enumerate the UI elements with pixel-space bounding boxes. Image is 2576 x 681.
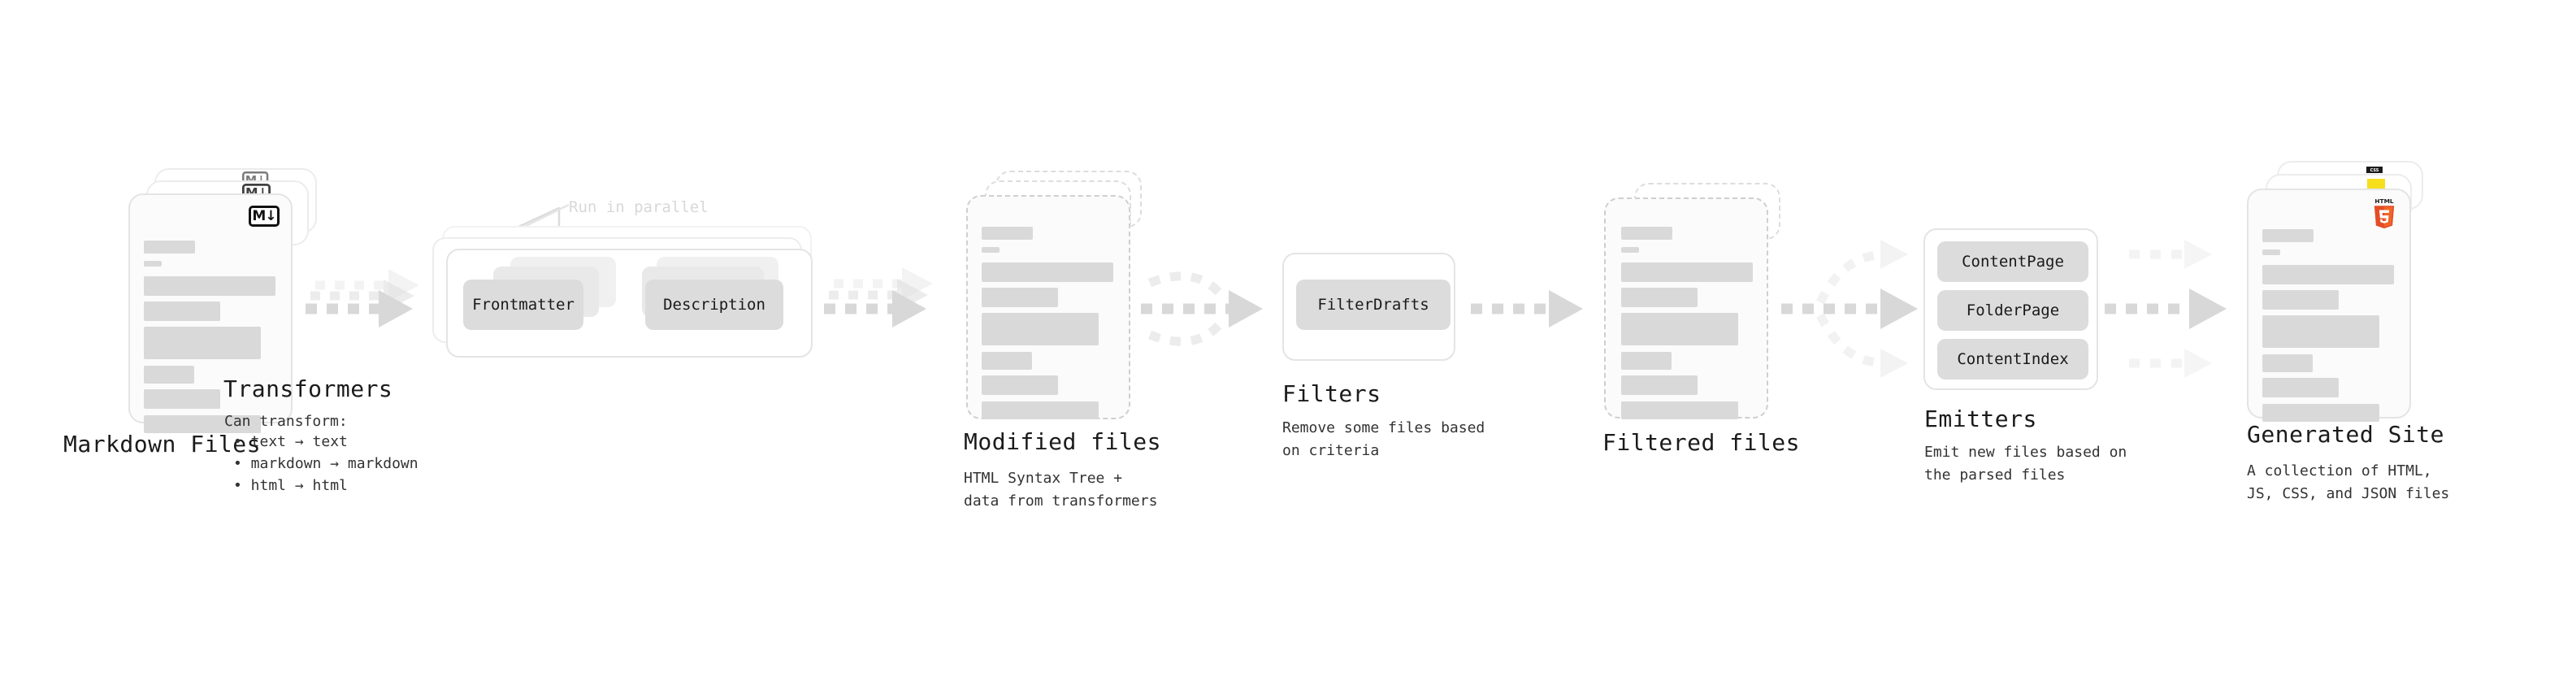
frontmatter-chip[interactable]: Frontmatter: [463, 280, 583, 330]
transformers-bullet-1: • markdown → markdown: [233, 455, 418, 472]
doc-bar: [2262, 249, 2280, 255]
transformers-caption: Can transform:: [224, 413, 348, 430]
filtered-file-card-front: [1604, 197, 1768, 419]
site-file-card-front: HTML: [2247, 189, 2411, 422]
filtered-files-title: Filtered files: [1602, 429, 1801, 456]
doc-bar: [144, 241, 195, 254]
doc-bar: [1621, 247, 1639, 253]
doc-bar: [144, 366, 194, 384]
markdown-icon: M↓: [249, 206, 280, 227]
svg-text:CSS: CSS: [2370, 168, 2379, 173]
doc-bar: [144, 276, 275, 296]
transformers-bullet-2: • html → html: [233, 477, 348, 494]
doc-bar: [1621, 262, 1753, 282]
arrow-emitters-to-site: [2105, 240, 2227, 378]
doc-bar: [2262, 265, 2394, 284]
modified-files-caption: HTML Syntax Tree + data from transformer…: [964, 470, 1158, 510]
arrow-modified-to-filters: [1141, 271, 1263, 346]
emitters-card: ContentPage FolderPage ContentIndex: [1923, 228, 2098, 390]
doc-bar: [144, 261, 162, 267]
filterdrafts-chip[interactable]: FilterDrafts: [1296, 280, 1451, 330]
markdown-files-title: Markdown Files: [63, 431, 262, 458]
arrow-markdown-to-transformers: [306, 269, 419, 327]
emitters-caption: Emit new files based on the parsed files: [1924, 444, 2127, 484]
doc-bar: [2262, 229, 2314, 242]
doc-bar: [1621, 227, 1672, 240]
doc-bar: [982, 227, 1033, 240]
transformers-bullet-0: • text → text: [233, 433, 348, 450]
doc-bar: [1621, 401, 1738, 419]
doc-bar: [982, 352, 1032, 370]
contentindex-chip[interactable]: ContentIndex: [1937, 339, 2088, 380]
doc-bar: [982, 262, 1113, 282]
doc-bar: [144, 301, 220, 321]
arrow-filters-to-filtered: [1471, 290, 1583, 327]
doc-bar: [982, 288, 1058, 307]
doc-bar: [2262, 378, 2339, 397]
folderpage-chip[interactable]: FolderPage: [1937, 290, 2088, 331]
emitters-title: Emitters: [1924, 406, 2037, 432]
doc-bar: [1621, 288, 1698, 307]
doc-bar: [2262, 290, 2339, 310]
doc-bar: [144, 415, 261, 433]
modified-file-card-front: [966, 195, 1130, 419]
generated-site-caption: A collection of HTML, JS, CSS, and JSON …: [2247, 462, 2450, 502]
filters-card: FilterDrafts: [1282, 253, 1455, 361]
doc-bar: [144, 327, 261, 359]
doc-bar: [982, 401, 1099, 419]
contentpage-chip[interactable]: ContentPage: [1937, 241, 2088, 282]
doc-bar: [982, 313, 1099, 345]
svg-text:HTML: HTML: [2374, 197, 2394, 205]
doc-bar: [982, 247, 1000, 253]
arrow-filtered-to-emitters: [1781, 240, 1918, 378]
generated-site-title: Generated Site: [2247, 421, 2445, 448]
run-in-parallel-label: Run in parallel: [569, 198, 709, 216]
filters-title: Filters: [1282, 380, 1381, 407]
arrow-transformers-to-modified: [824, 267, 933, 327]
doc-bar: [2262, 404, 2379, 422]
markdown-file-card-front: M↓: [128, 193, 293, 433]
doc-bar: [2262, 354, 2313, 372]
doc-bar: [144, 389, 220, 409]
filters-caption: Remove some files based on criteria: [1282, 419, 1485, 459]
html5-icon: HTML: [2374, 197, 2395, 229]
doc-bar: [1621, 313, 1738, 345]
doc-bar: [1621, 352, 1672, 370]
modified-files-title: Modified files: [964, 428, 1162, 455]
doc-bar: [2262, 315, 2379, 348]
description-chip[interactable]: Description: [645, 280, 783, 330]
transformers-title: Transformers: [223, 375, 393, 402]
doc-bar: [982, 375, 1058, 395]
doc-bar: [1621, 375, 1698, 395]
